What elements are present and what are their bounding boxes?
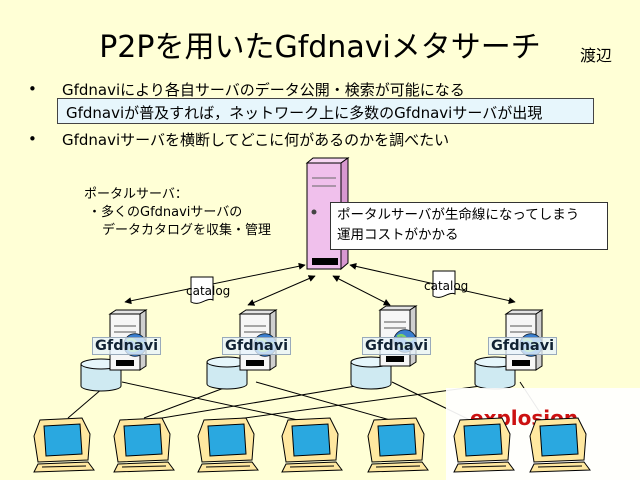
gfdnavi-label: Gfdnavi	[222, 337, 292, 355]
gfdnavi-label: Gfdnavi	[92, 337, 162, 355]
callout-line2: 運用コストがかかる	[337, 227, 459, 243]
highlight-box: Gfdnaviが普及すれば，ネットワーク上に多数のGfdnaviサーバが出現	[57, 98, 594, 124]
gfdnavi-label: Gfdnavi	[362, 337, 432, 355]
highlight-text: Gfdnaviが普及すれば，ネットワーク上に多数のGfdnaviサーバが出現	[66, 104, 543, 122]
desktop-computer-icon	[33, 417, 95, 473]
portal-description-line2: データカタログを収集・管理	[102, 223, 272, 238]
gfdnavi-label: Gfdnavi	[488, 337, 558, 355]
desktop-computer-icon	[367, 417, 429, 473]
catalog-label: catalog	[186, 284, 231, 298]
bullet-1-marker: •	[28, 80, 37, 98]
portal-description-line1: ・多くのGfdnaviサーバの	[88, 205, 243, 220]
desktop-computer-icon	[281, 417, 343, 473]
catalog-label: catalog	[424, 279, 469, 293]
callout-box: ポータルサーバが生命線になってしまう 運用コストがかかる	[330, 202, 608, 250]
desktop-computer-icon	[529, 417, 591, 473]
desktop-computer-icon	[453, 417, 515, 473]
bullet-1-text: Gfdnaviにより各自サーバのデータ公開・検索が可能になる	[62, 81, 465, 99]
portal-description-heading: ポータルサーバ：	[84, 187, 188, 202]
desktop-computer-icon	[113, 417, 175, 473]
author-name: 渡辺	[580, 46, 613, 65]
bullet-2-marker: •	[28, 130, 37, 148]
desktop-computer-icon	[197, 417, 259, 473]
slide-title: P2Pを用いたGfdnaviメタサーチ	[99, 30, 541, 65]
portal-description: ポータルサーバ： ・多くのGfdnaviサーバの データカタログを収集・管理	[84, 186, 271, 240]
bullet-2-text: Gfdnaviサーバを横断してどこに何があるのかを調べたい	[62, 131, 450, 149]
callout-line1: ポータルサーバが生命線になってしまう	[337, 207, 580, 223]
